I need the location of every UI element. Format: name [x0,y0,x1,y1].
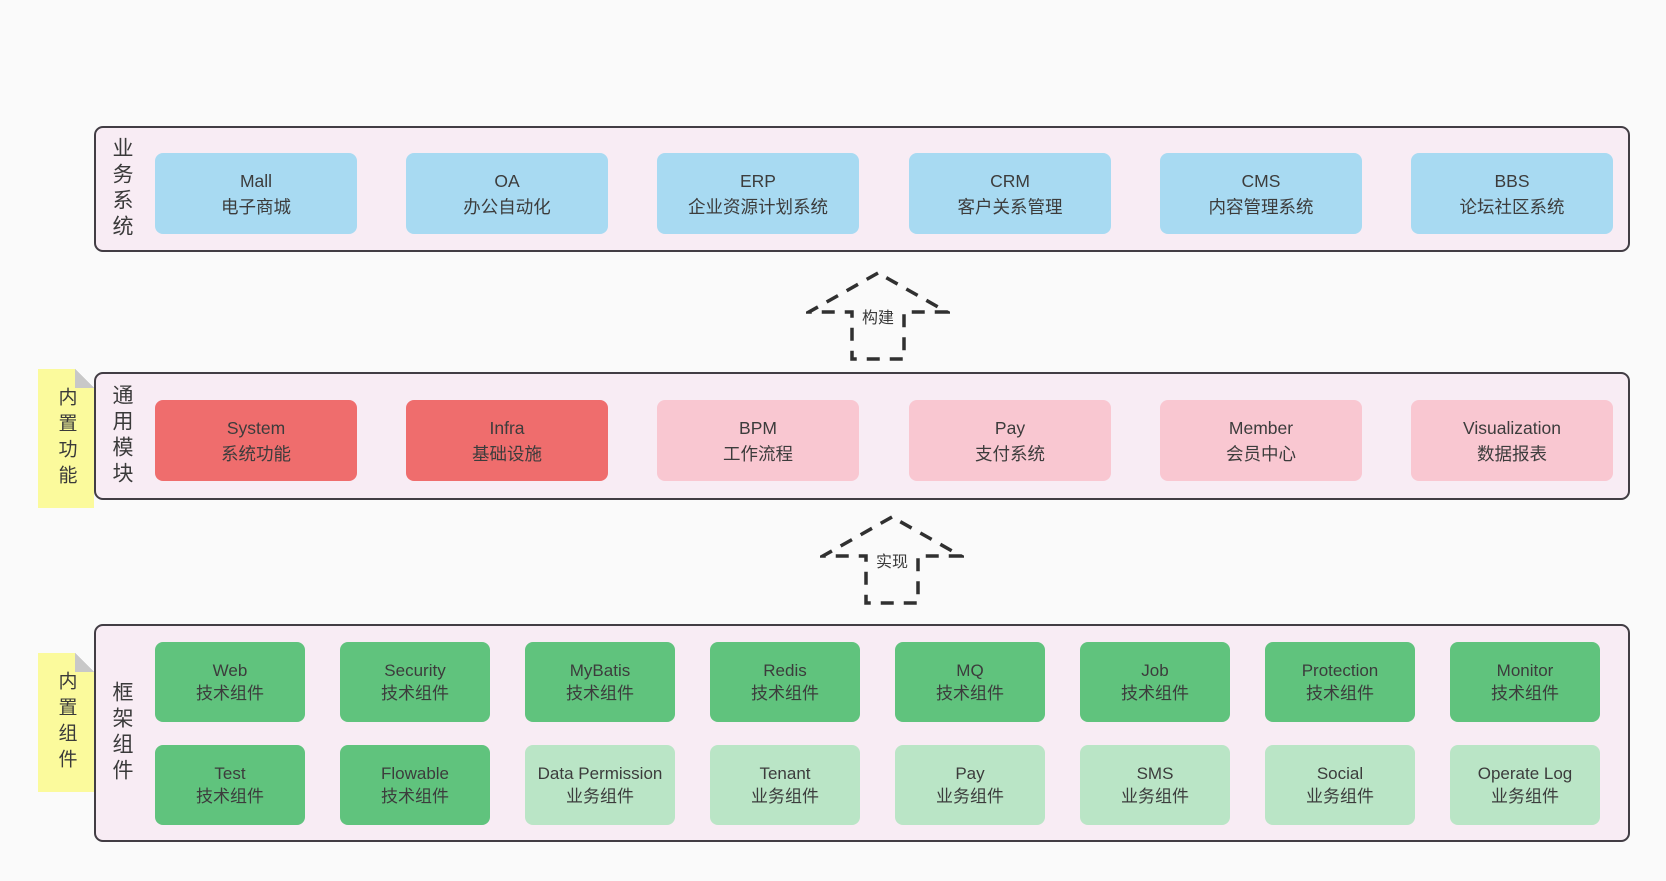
box-title: Pay [994,417,1026,438]
box-subtitle: 业务组件 [566,787,634,806]
box-subtitle: 技术组件 [1491,684,1559,703]
box-title: Monitor [1496,661,1554,680]
box-data-permission: Data Permission 业务组件 [525,745,675,825]
box-subtitle: 技术组件 [751,684,819,703]
box-erp: ERP 企业资源计划系统 [657,153,859,234]
box-sms: SMS 业务组件 [1080,745,1230,825]
box-subtitle: 数据报表 [1477,443,1547,464]
box-title: Web [212,661,248,680]
box-title: MyBatis [569,661,631,680]
arrow-label: 实现 [872,548,912,572]
box-subtitle: 业务组件 [936,787,1004,806]
box-subtitle: 企业资源计划系统 [688,196,828,217]
box-pay: Pay 支付系统 [909,400,1111,481]
box-cms: CMS 内容管理系统 [1160,153,1362,234]
box-job: Job 技术组件 [1080,642,1230,722]
box-subtitle: 业务组件 [751,787,819,806]
box-member: Member 会员中心 [1160,400,1362,481]
arrow-label: 构建 [858,304,898,328]
box-title: MQ [956,661,984,680]
box-web: Web 技术组件 [155,642,305,722]
box-title: Data Permission [537,764,663,783]
box-title: Redis [763,661,807,680]
box-title: CRM [990,170,1030,191]
box-title: Member [1228,417,1294,438]
box-subtitle: 业务组件 [1306,787,1374,806]
box-subtitle: 工作流程 [723,443,793,464]
box-subtitle: 电子商城 [221,196,291,217]
box-title: CMS [1241,170,1281,191]
section-label-common-modules: 通用模块 [110,384,133,488]
box-subtitle: 技术组件 [936,684,1004,703]
box-subtitle: 基础设施 [472,443,542,464]
box-title: Protection [1301,661,1379,680]
box-subtitle: 技术组件 [196,684,264,703]
box-monitor: Monitor 技术组件 [1450,642,1600,722]
box-title: Tenant [759,764,811,783]
sticky-note-builtin-components: 内置组件 [38,653,94,792]
panel-business-systems: 业务系统 Mall 电子商城 OA 办公自动化 ERP 企业资源计划系统 CRM… [94,126,1630,252]
box-title: SMS [1136,764,1174,783]
box-infra: Infra 基础设施 [406,400,608,481]
sticky-note-builtin-features: 内置功能 [38,369,94,508]
box-test: Test 技术组件 [155,745,305,825]
panel-common-modules: 通用模块 System 系统功能 Infra 基础设施 BPM 工作流程 Pay… [94,372,1630,500]
box-title: Social [1316,764,1364,783]
box-subtitle: 业务组件 [1491,787,1559,806]
box-protection: Protection 技术组件 [1265,642,1415,722]
box-title: Visualization [1463,417,1561,438]
box-visualization: Visualization 数据报表 [1411,400,1613,481]
box-crm: CRM 客户关系管理 [909,153,1111,234]
box-title: System [226,417,286,438]
box-mq: MQ 技术组件 [895,642,1045,722]
box-subtitle: 会员中心 [1226,443,1296,464]
box-redis: Redis 技术组件 [710,642,860,722]
section-label-framework-components: 框架组件 [110,681,133,785]
box-subtitle: 业务组件 [1121,787,1189,806]
implement-arrow-icon: 实现 [820,512,964,606]
box-bpm: BPM 工作流程 [657,400,859,481]
box-title: Security [384,661,446,680]
box-title: ERP [740,170,776,191]
box-title: Mall [239,170,273,191]
box-subtitle: 系统功能 [221,443,291,464]
box-subtitle: 技术组件 [381,787,449,806]
box-system: System 系统功能 [155,400,357,481]
box-mybatis: MyBatis 技术组件 [525,642,675,722]
box-subtitle: 技术组件 [196,787,264,806]
box-subtitle: 技术组件 [381,684,449,703]
box-title: OA [494,170,520,191]
box-subtitle: 技术组件 [1306,684,1374,703]
box-subtitle: 论坛社区系统 [1459,196,1565,217]
box-title: BBS [1494,170,1530,191]
box-security: Security 技术组件 [340,642,490,722]
box-subtitle: 内容管理系统 [1208,196,1314,217]
box-tenant: Tenant 业务组件 [710,745,860,825]
section-label-business-systems: 业务系统 [110,137,133,241]
box-title: Flowable [380,764,450,783]
box-subtitle: 技术组件 [1121,684,1189,703]
box-title: Job [1141,661,1169,680]
box-subtitle: 办公自动化 [463,196,551,217]
build-arrow-icon: 构建 [806,268,950,362]
box-social: Social 业务组件 [1265,745,1415,825]
sticky-note-label: 内置功能 [55,386,77,491]
box-title: Infra [489,417,525,438]
sticky-note-label: 内置组件 [55,670,77,775]
panel-framework-components: 框架组件 Web 技术组件 Security 技术组件 MyBatis 技术组件… [94,624,1630,842]
box-bbs: BBS 论坛社区系统 [1411,153,1613,234]
box-flowable: Flowable 技术组件 [340,745,490,825]
box-mall: Mall 电子商城 [155,153,357,234]
box-subtitle: 支付系统 [975,443,1045,464]
box-title: Test [214,764,246,783]
box-subtitle: 客户关系管理 [957,196,1063,217]
box-operate-log: Operate Log 业务组件 [1450,745,1600,825]
box-title: Operate Log [1477,764,1573,783]
box-title: BPM [739,417,777,438]
box-subtitle: 技术组件 [566,684,634,703]
box-pay-biz: Pay 业务组件 [895,745,1045,825]
box-title: Pay [955,764,985,783]
box-oa: OA 办公自动化 [406,153,608,234]
